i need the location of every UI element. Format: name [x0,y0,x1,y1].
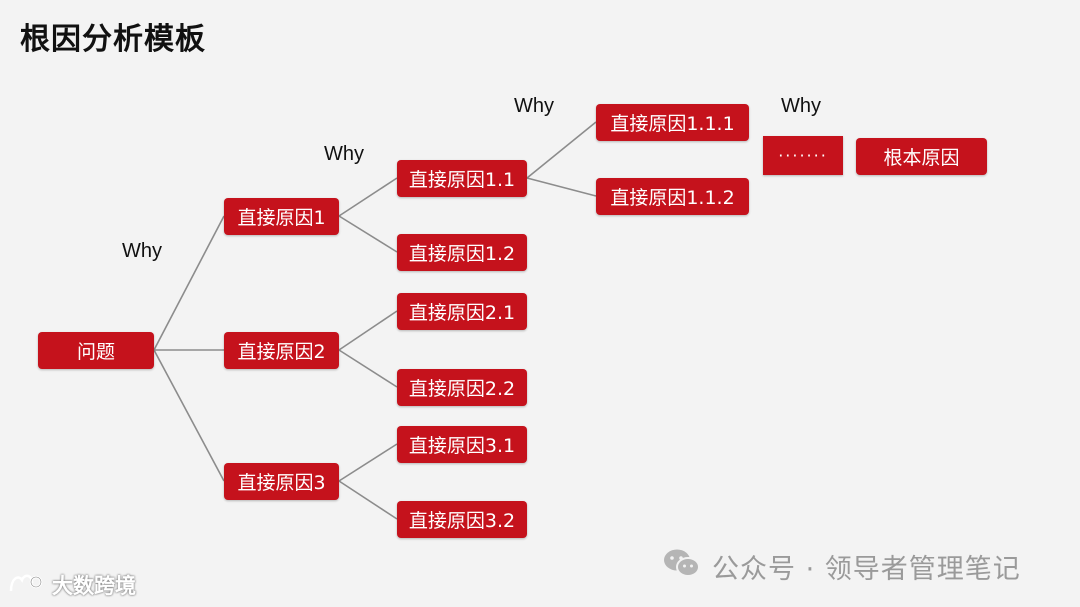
connector-cause1-1_2 [338,215,398,253]
node-cause-1: 直接原因1 [224,198,339,235]
why-label-1: Why [122,240,162,262]
connector-1_1-1_1_1 [526,121,597,179]
node-cause-3: 直接原因3 [224,463,339,500]
connector-cause3-3_2 [338,480,398,520]
connector-cause2-2_1 [338,310,398,351]
node-cause-2-1: 直接原因2.1 [397,293,527,330]
connector-problem-cause3 [153,349,225,482]
node-cause-2-2: 直接原因2.2 [397,369,527,406]
node-cause-1-1: 直接原因1.1 [397,160,527,197]
node-cause-3-1: 直接原因3.1 [397,426,527,463]
footer-text: 公众号 · 领导者管理笔记 [712,554,1021,585]
node-problem: 问题 [38,332,154,369]
node-ellipsis: ······· [763,136,843,175]
why-label-2: Why [324,143,364,165]
node-cause-1-2: 直接原因1.2 [397,234,527,271]
node-cause-1-1-1: 直接原因1.1.1 [596,104,749,141]
connector-cause3-3_1 [338,443,398,482]
why-label-3: Why [514,95,554,117]
connector-problem-cause1 [153,215,225,351]
node-cause-1-1-2: 直接原因1.1.2 [596,178,749,215]
watermark: 大数跨境 [8,570,136,600]
node-cause-3-2: 直接原因3.2 [397,501,527,538]
watermark-logo-icon [8,571,46,600]
page-title: 根因分析模板 [20,22,206,57]
footer-credit: 公众号 · 领导者管理笔记 [662,547,1021,586]
connector-cause1-1_1 [338,177,398,217]
watermark-text: 大数跨境 [52,574,136,598]
node-root-cause: 根本原因 [856,138,987,175]
connector-1_1-1_1_2 [526,177,597,197]
node-cause-2: 直接原因2 [224,332,339,369]
connector-cause2-2_2 [338,349,398,388]
wechat-icon [662,548,702,585]
why-label-4: Why [781,95,821,117]
